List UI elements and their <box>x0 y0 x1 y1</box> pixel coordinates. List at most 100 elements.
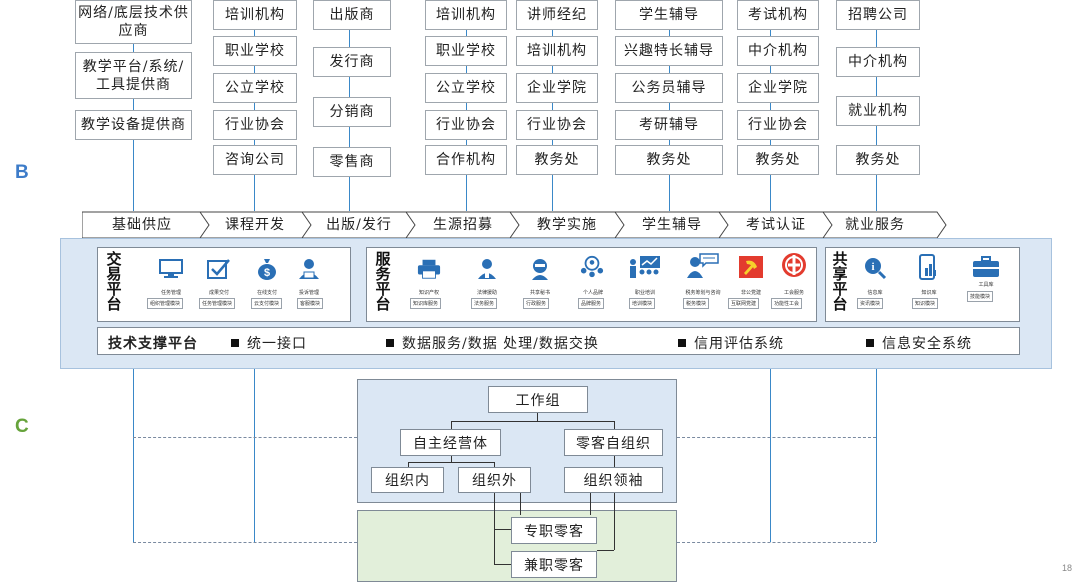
service-item-tag[interactable]: 法务服务 <box>471 298 498 309</box>
stakeholder-box[interactable]: 职业学校 <box>425 36 507 66</box>
stakeholder-box[interactable]: 就业机构 <box>836 96 920 126</box>
trade-item-tag[interactable]: 云支付模块 <box>251 298 283 309</box>
stakeholder-box[interactable]: 出版商 <box>313 0 391 30</box>
phone-chart-icon <box>917 254 941 280</box>
service-item-tag[interactable]: 互联网党建 <box>728 298 760 309</box>
chain-step[interactable]: 生源招募 <box>433 217 493 233</box>
chevron-divider <box>509 211 520 239</box>
stakeholder-box[interactable]: 教务处 <box>615 145 723 175</box>
tech-item[interactable]: 信息安全系统 <box>866 333 972 353</box>
bullet-square-icon <box>866 339 874 347</box>
stakeholder-box[interactable]: 教务处 <box>836 145 920 175</box>
tech-support-title: 技术支撑平台 <box>108 336 198 352</box>
toolbox-icon <box>972 256 1000 278</box>
org-right-child-box[interactable]: 组织领袖 <box>564 467 663 493</box>
service-item-tag[interactable]: 功能性工会 <box>771 298 803 309</box>
service-item-label: 个人品牌 <box>582 290 603 296</box>
stakeholder-box[interactable]: 零售商 <box>313 147 391 177</box>
trade-item-tag[interactable]: 客服模块 <box>297 298 324 309</box>
service-item-label: 共享秘书 <box>529 290 550 296</box>
printer-icon <box>417 258 441 280</box>
stakeholder-box[interactable]: 招聘公司 <box>836 0 920 30</box>
freelancer-box[interactable]: 专职零客 <box>511 517 597 544</box>
stakeholder-box[interactable]: 教务处 <box>516 145 598 175</box>
stakeholder-box[interactable]: 讲师经纪 <box>516 0 598 30</box>
stakeholder-box[interactable]: 行业协会 <box>516 110 598 140</box>
stakeholder-box[interactable]: 网络/底层技术供应商 <box>75 0 192 44</box>
svg-text:i: i <box>871 261 874 273</box>
service-item-tag[interactable]: 行政服务 <box>523 298 550 309</box>
union-emblem-icon <box>781 253 807 277</box>
org-branch-left-box[interactable]: 自主经营体 <box>400 429 501 456</box>
share-item-tag[interactable]: 资讯模块 <box>857 298 884 309</box>
service-item-tag[interactable]: 知识库服务 <box>410 298 442 309</box>
stakeholder-box[interactable]: 分销商 <box>313 97 391 127</box>
service-item-label: 职业培训 <box>634 290 655 296</box>
stakeholder-box[interactable]: 行业协会 <box>737 110 819 140</box>
stakeholder-box[interactable]: 考研辅导 <box>615 110 723 140</box>
stakeholder-box[interactable]: 发行商 <box>313 47 391 77</box>
stakeholder-box[interactable]: 中介机构 <box>836 47 920 77</box>
stakeholder-box[interactable]: 教务处 <box>737 145 819 175</box>
chain-step[interactable]: 就业服务 <box>845 217 905 233</box>
chain-step[interactable]: 考试认证 <box>746 217 806 233</box>
share-item-label: 信息库 <box>867 290 883 296</box>
share-item-tag[interactable]: 技能模块 <box>967 291 994 302</box>
stakeholder-box[interactable]: 行业协会 <box>425 110 507 140</box>
chain-step[interactable]: 课程开发 <box>225 217 285 233</box>
stakeholder-box[interactable]: 公务员辅导 <box>615 73 723 103</box>
trade-item-label: 在线支付 <box>256 290 277 296</box>
trade-item-label: 成果交付 <box>208 290 229 296</box>
chain-step[interactable]: 出版/发行 <box>326 217 392 233</box>
tech-support-bar: 技术支撑平台 统一接口 数据服务/数据 处理/数据交换 信用评估系统 信息安全系… <box>97 327 1020 355</box>
org-left-child-box[interactable]: 组织内 <box>371 467 444 493</box>
training-icon <box>628 256 662 278</box>
stakeholder-box[interactable]: 学生辅导 <box>615 0 723 30</box>
share-item-tag[interactable]: 知识模块 <box>912 298 939 309</box>
trade-item-tag[interactable]: 任务管理模块 <box>199 298 236 309</box>
chain-step[interactable]: 教学实施 <box>537 217 597 233</box>
stakeholder-box[interactable]: 培训机构 <box>213 0 297 30</box>
stakeholder-box[interactable]: 教学平台/系统/工具提供商 <box>75 52 192 99</box>
org-branch-right-box[interactable]: 零客自组织 <box>564 429 663 456</box>
service-item-label: 工会服务 <box>783 290 804 296</box>
person-pen-icon <box>475 258 499 280</box>
tech-item[interactable]: 数据服务/数据 处理/数据交换 <box>386 333 599 353</box>
stakeholder-box[interactable]: 公立学校 <box>213 73 297 103</box>
stakeholder-box[interactable]: 兴趣特长辅导 <box>615 36 723 66</box>
value-chain-bar <box>82 211 947 239</box>
stakeholder-box[interactable]: 培训机构 <box>425 0 507 30</box>
team-icon <box>580 255 604 278</box>
chevron-divider <box>614 211 625 239</box>
stakeholder-box[interactable]: 职业学校 <box>213 36 297 66</box>
stakeholder-box[interactable]: 中介机构 <box>737 36 819 66</box>
trade-platform-panel: 交易平台 任务管理 组织管理模块 成果交付 任务管理模块 $ 在线支付 云支付模… <box>97 247 351 322</box>
svg-text:$: $ <box>264 267 270 279</box>
service-item-tag[interactable]: 品牌服务 <box>578 298 605 309</box>
tech-item[interactable]: 信用评估系统 <box>678 333 784 353</box>
trade-item-tag[interactable]: 组织管理模块 <box>147 298 184 309</box>
info-magnifier-icon: i <box>863 257 887 280</box>
freelancer-box[interactable]: 兼职零客 <box>511 551 597 578</box>
chain-step[interactable]: 学生辅导 <box>642 217 702 233</box>
stakeholder-box[interactable]: 考试机构 <box>737 0 819 30</box>
stakeholder-box[interactable]: 培训机构 <box>516 36 598 66</box>
service-item-tag[interactable]: 培训模块 <box>629 298 656 309</box>
org-root-box[interactable]: 工作组 <box>488 386 588 413</box>
bullet-square-icon <box>678 339 686 347</box>
stakeholder-box[interactable]: 企业学院 <box>516 73 598 103</box>
org-left-child-box[interactable]: 组织外 <box>458 467 531 493</box>
stakeholder-box[interactable]: 咨询公司 <box>213 145 297 175</box>
service-item-tag[interactable]: 税务模块 <box>683 298 710 309</box>
share-platform-title: 共享平台 <box>832 250 848 313</box>
stakeholder-box[interactable]: 行业协会 <box>213 110 297 140</box>
stakeholder-box[interactable]: 合作机构 <box>425 145 507 175</box>
stakeholder-box[interactable]: 企业学院 <box>737 73 819 103</box>
chevron-divider <box>301 211 312 239</box>
chain-step[interactable]: 基础供应 <box>112 217 172 233</box>
service-item-label: 法律援助 <box>476 290 497 296</box>
stakeholder-box[interactable]: 教学设备提供商 <box>75 110 192 140</box>
page-number: 18 <box>1061 563 1072 573</box>
stakeholder-box[interactable]: 公立学校 <box>425 73 507 103</box>
tech-item[interactable]: 统一接口 <box>231 333 307 353</box>
